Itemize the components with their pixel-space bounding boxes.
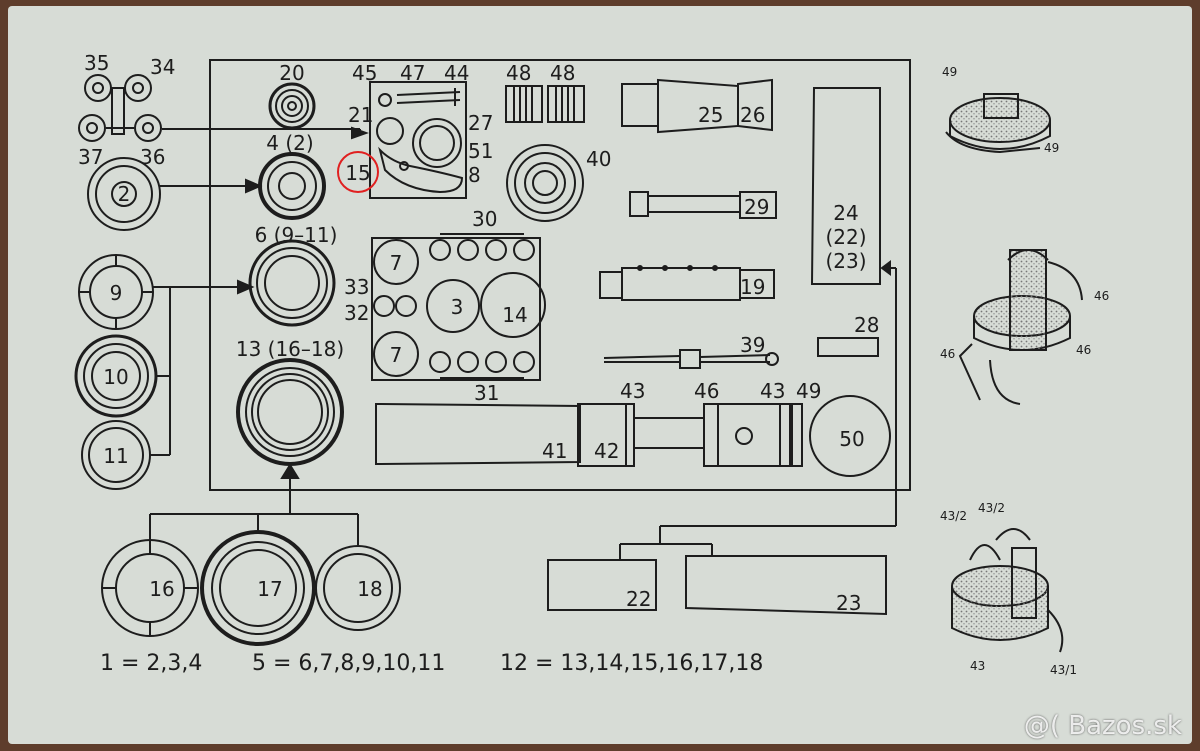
label-39: 39 — [740, 333, 765, 357]
part-box-7 — [371, 237, 541, 381]
part-24 — [810, 87, 881, 285]
label-40: 40 — [586, 147, 611, 171]
label-49: 49 — [796, 379, 821, 403]
label-11: 11 — [103, 444, 128, 468]
part-19 — [599, 265, 775, 301]
label-19: 19 — [740, 275, 765, 299]
label-46: 46 — [694, 379, 719, 403]
part-22 — [547, 559, 657, 611]
label-20: 20 — [279, 61, 304, 85]
label-16: 16 — [149, 577, 174, 601]
parts-sheet: 35 34 37 36 2 9 10 11 16 17 18 20 45 47 … — [8, 6, 1192, 744]
label-6: 6 (9–11) — [255, 223, 338, 247]
label-r46b: 46 — [940, 347, 955, 361]
main-frame — [209, 59, 911, 491]
label-44: 44 — [444, 61, 469, 85]
label-r43-2b: 43/2 — [978, 501, 1005, 515]
part-35-34-37-36 — [78, 74, 162, 142]
illustration-46 — [958, 249, 1083, 405]
label-17: 17 — [257, 577, 282, 601]
parts-diagram: 35 34 37 36 2 9 10 11 16 17 18 20 45 47 … — [74, 51, 1109, 677]
label-r49a: 49 — [942, 65, 957, 79]
part-16 — [101, 539, 199, 637]
label-10: 10 — [103, 365, 128, 389]
part-13 — [236, 358, 344, 466]
label-43b: 43 — [760, 379, 785, 403]
label-14: 14 — [502, 303, 527, 327]
label-37: 37 — [78, 145, 103, 169]
part-28 — [817, 337, 879, 357]
part-18 — [315, 545, 401, 631]
label-30: 30 — [472, 207, 497, 231]
part-29 — [629, 191, 777, 219]
illustration-49 — [945, 93, 1051, 154]
part-17 — [200, 530, 316, 646]
label-r46c: 46 — [1076, 343, 1091, 357]
label-8: 8 — [468, 163, 481, 187]
label-32: 32 — [344, 301, 369, 325]
label-13: 13 (16–18) — [236, 337, 344, 361]
legend-eq12: 12 = 13,14,15,16,17,18 — [500, 651, 763, 676]
part-40 — [506, 144, 584, 222]
label-36: 36 — [140, 145, 165, 169]
part-41 — [375, 402, 581, 466]
label-24b: (23) — [825, 249, 866, 273]
label-42: 42 — [594, 439, 619, 463]
label-34: 34 — [150, 55, 175, 79]
label-r43-1: 43/1 — [1050, 663, 1077, 677]
label-51: 51 — [468, 139, 493, 163]
label-25: 25 — [698, 103, 723, 127]
label-41: 41 — [542, 439, 567, 463]
label-45: 45 — [352, 61, 377, 85]
part-2 — [87, 157, 161, 231]
label-r43-2a: 43/2 — [940, 509, 967, 523]
label-28: 28 — [854, 313, 879, 337]
label-24: 24 — [833, 201, 858, 225]
label-22: 22 — [626, 587, 651, 611]
label-35: 35 — [84, 51, 109, 75]
part-50 — [809, 395, 891, 477]
part-23 — [685, 555, 887, 616]
part-6 — [248, 239, 336, 327]
label-48b: 48 — [550, 61, 575, 85]
label-18: 18 — [357, 577, 382, 601]
label-r43: 43 — [970, 659, 985, 673]
watermark: @( Bazos.sk — [1023, 711, 1182, 741]
label-15: 15 — [345, 161, 370, 185]
label-50: 50 — [839, 427, 864, 451]
label-29: 29 — [744, 195, 769, 219]
label-31: 31 — [474, 381, 499, 405]
part-9 — [78, 254, 154, 330]
part-20 — [268, 82, 316, 130]
part-25-26 — [621, 78, 773, 134]
part-box-15 — [369, 81, 467, 199]
label-3: 3 — [451, 295, 464, 319]
label-4: 4 (2) — [266, 131, 313, 155]
label-47: 47 — [400, 61, 425, 85]
part-39 — [603, 349, 779, 369]
label-21: 21 — [348, 103, 373, 127]
label-9: 9 — [110, 281, 123, 305]
legend-eq5: 5 = 6,7,8,9,10,11 — [252, 651, 445, 676]
label-43a: 43 — [620, 379, 645, 403]
part-48 — [505, 85, 585, 123]
label-33: 33 — [344, 275, 369, 299]
illustration-43 — [951, 528, 1064, 653]
label-24a: (22) — [825, 225, 866, 249]
label-48a: 48 — [506, 61, 531, 85]
label-2: 2 — [118, 182, 131, 206]
label-r46a: 46 — [1094, 289, 1109, 303]
part-4 — [258, 152, 326, 220]
label-23: 23 — [836, 591, 861, 615]
label-26: 26 — [740, 103, 765, 127]
label-7b: 7 — [390, 343, 403, 367]
label-7a: 7 — [390, 251, 403, 275]
label-27: 27 — [468, 111, 493, 135]
legend-eq1: 1 = 2,3,4 — [100, 651, 202, 676]
label-r49b: 49 — [1044, 141, 1059, 155]
